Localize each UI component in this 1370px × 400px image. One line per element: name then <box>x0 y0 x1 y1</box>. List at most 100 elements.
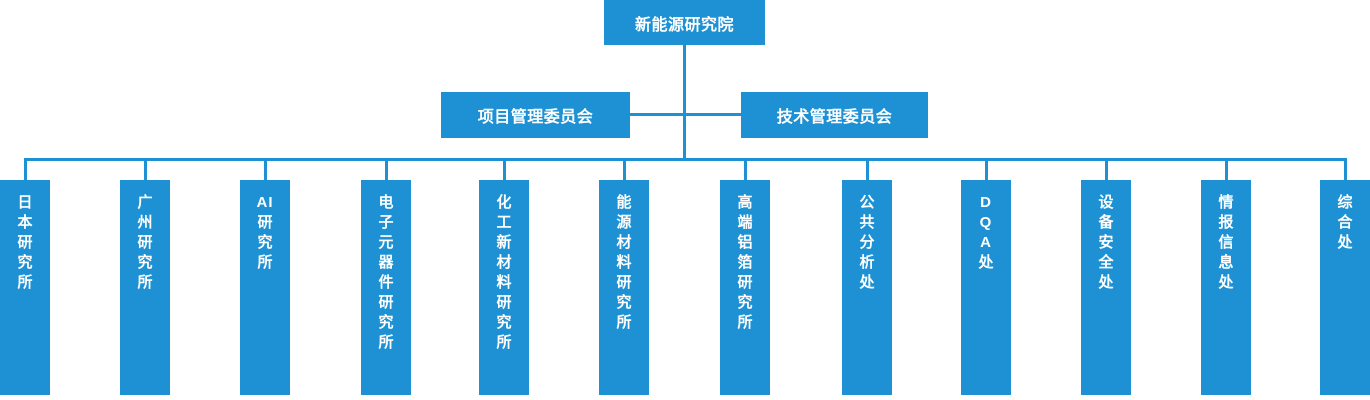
dept-char: 能 <box>616 194 632 211</box>
dept-char: 箔 <box>737 253 753 271</box>
node-dept-2[interactable]: 广州研究所 <box>120 180 170 395</box>
dept-char: 所 <box>737 313 753 331</box>
node-dept-5-label: 化工新材料研究所 <box>479 193 529 353</box>
dept-char: 研 <box>137 233 153 251</box>
node-dept-8-label: 公共分析处 <box>842 193 892 293</box>
dept-char: 器 <box>378 253 394 271</box>
dept-char: 子 <box>378 213 394 231</box>
dept-char: 分 <box>859 233 875 251</box>
dept-char: 研 <box>496 293 512 311</box>
dept-char: D <box>980 194 992 211</box>
dept-char: 源 <box>616 213 632 231</box>
dept-char: 全 <box>1098 253 1114 271</box>
dept-char: 广 <box>137 194 153 211</box>
connector-drop-1 <box>24 158 27 182</box>
dept-char: 合 <box>1337 213 1353 231</box>
node-dept-2-label: 广州研究所 <box>120 193 170 293</box>
dept-char: 材 <box>496 253 512 271</box>
dept-char: 新 <box>496 233 512 251</box>
node-committee-project-label: 项目管理委员会 <box>477 109 594 126</box>
dept-char: 研 <box>257 213 273 231</box>
dept-char: 综 <box>1337 194 1353 211</box>
node-root-label: 新能源研究院 <box>634 16 734 34</box>
dept-char: 究 <box>17 253 33 271</box>
dept-char: 究 <box>378 313 394 331</box>
node-dept-7[interactable]: 高端铝箔研究所 <box>720 180 770 395</box>
node-dept-11-label: 情报信息处 <box>1201 193 1251 293</box>
node-dept-8[interactable]: 公共分析处 <box>842 180 892 395</box>
dept-char: 本 <box>17 213 33 231</box>
node-dept-5[interactable]: 化工新材料研究所 <box>479 180 529 395</box>
node-committee-technology-label: 技术管理委员会 <box>776 109 893 126</box>
dept-char: 研 <box>378 293 394 311</box>
dept-char: 处 <box>1098 273 1114 291</box>
connector-drop-4 <box>385 158 388 182</box>
node-dept-1[interactable]: 日本研究所 <box>0 180 50 395</box>
dept-char: 所 <box>137 273 153 291</box>
connector-drop-8 <box>866 158 869 182</box>
dept-char: 所 <box>378 333 394 351</box>
dept-char: 处 <box>1337 233 1353 251</box>
node-dept-6-label: 能源材料研究所 <box>599 193 649 333</box>
dept-char: 共 <box>859 213 875 231</box>
dept-char: 情 <box>1218 194 1234 211</box>
node-dept-10[interactable]: 设备安全处 <box>1081 180 1131 395</box>
dept-char: 件 <box>378 273 394 291</box>
connector-drop-7 <box>744 158 747 182</box>
dept-char: 安 <box>1098 233 1114 251</box>
dept-char: 电 <box>378 194 394 211</box>
node-dept-10-label: 设备安全处 <box>1081 193 1131 293</box>
dept-char: 所 <box>616 313 632 331</box>
dept-char: 信 <box>1218 233 1234 251</box>
node-root[interactable]: 新能源研究院 <box>604 0 765 45</box>
connector-committee-bar <box>630 113 741 116</box>
dept-char: 设 <box>1098 194 1114 211</box>
dept-char: 端 <box>737 213 753 231</box>
dept-char: 料 <box>616 253 632 271</box>
dept-char: 州 <box>137 213 153 231</box>
dept-char: 铝 <box>737 233 753 251</box>
dept-char: 研 <box>737 273 753 291</box>
dept-char: 究 <box>257 233 273 251</box>
dept-char: 究 <box>137 253 153 271</box>
connector-drop-3 <box>264 158 267 182</box>
node-dept-4[interactable]: 电子元器件研究所 <box>361 180 411 395</box>
connector-drop-9 <box>985 158 988 182</box>
dept-char: 所 <box>496 333 512 351</box>
node-dept-12[interactable]: 综合处 <box>1320 180 1370 395</box>
dept-char: 报 <box>1218 213 1234 231</box>
dept-char: 研 <box>616 273 632 291</box>
dept-char: 处 <box>1218 273 1234 291</box>
node-dept-6[interactable]: 能源材料研究所 <box>599 180 649 395</box>
dept-char: 析 <box>859 253 875 271</box>
dept-char: 高 <box>737 194 753 211</box>
dept-char: 究 <box>616 293 632 311</box>
node-dept-4-label: 电子元器件研究所 <box>361 193 411 353</box>
dept-char: 研 <box>17 233 33 251</box>
dept-char: 元 <box>378 233 394 251</box>
dept-char: 日 <box>17 194 33 211</box>
connector-drop-10 <box>1105 158 1108 182</box>
connector-drop-2 <box>144 158 147 182</box>
connector-drop-5 <box>503 158 506 182</box>
dept-char: 料 <box>496 273 512 291</box>
node-committee-project[interactable]: 项目管理委员会 <box>441 92 630 138</box>
dept-char: 公 <box>859 194 875 211</box>
connector-department-bus <box>24 158 1346 161</box>
dept-char: 处 <box>859 273 875 291</box>
dept-char: Q <box>979 213 993 231</box>
dept-char: AI <box>256 194 274 211</box>
connector-drop-12 <box>1344 158 1347 182</box>
connector-root-trunk <box>683 45 686 160</box>
node-dept-12-label: 综合处 <box>1320 193 1370 253</box>
dept-char: 究 <box>737 293 753 311</box>
node-committee-technology[interactable]: 技术管理委员会 <box>741 92 928 138</box>
dept-char: 处 <box>978 253 994 271</box>
node-dept-11[interactable]: 情报信息处 <box>1201 180 1251 395</box>
dept-char: 究 <box>496 313 512 331</box>
node-dept-7-label: 高端铝箔研究所 <box>720 193 770 333</box>
